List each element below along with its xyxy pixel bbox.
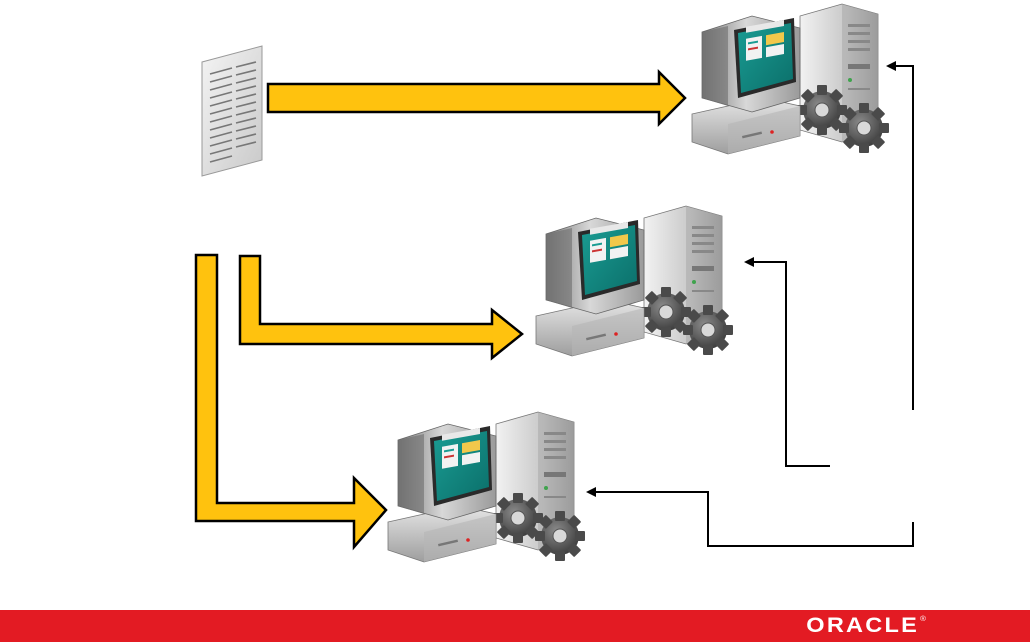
- connector-to-middle-system: [752, 262, 830, 466]
- connector-to-bottom-system: [594, 492, 913, 546]
- connector-arrowhead-bottom: [586, 487, 596, 497]
- arrow-document-to-top-system: [268, 72, 685, 124]
- trademark-mark: ®: [920, 616, 926, 623]
- system-bottom-icon: [388, 412, 585, 562]
- footer-bar: ORACLE®: [0, 610, 1030, 642]
- arrow-document-to-middle-system: [240, 256, 522, 358]
- system-middle-icon: [536, 206, 733, 356]
- connector-arrowhead-middle: [744, 257, 754, 267]
- oracle-logo-text: ORACLE: [806, 614, 919, 637]
- arrow-document-to-bottom-system: [196, 255, 386, 547]
- oracle-logo: ORACLE®: [806, 614, 925, 638]
- document-icon: [202, 46, 262, 176]
- connector-to-top-system: [893, 66, 913, 410]
- system-top-icon: [692, 4, 889, 154]
- connector-arrowhead-top: [886, 61, 896, 71]
